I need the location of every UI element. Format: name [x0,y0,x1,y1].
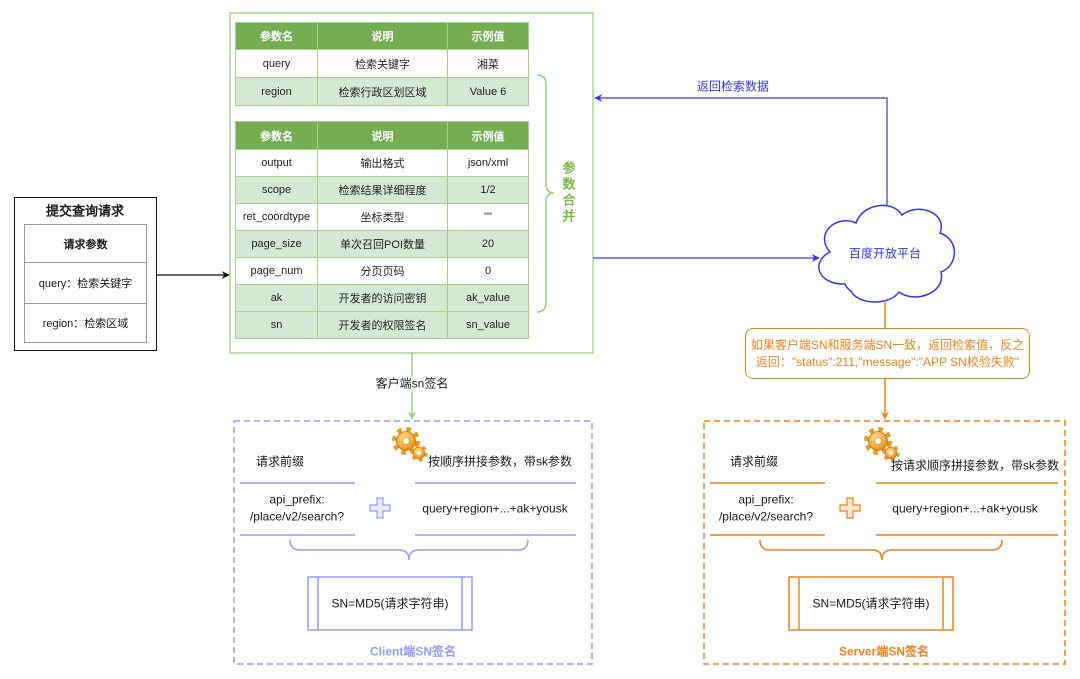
cell-param-name: page_num [235,257,318,285]
gear-teeth [410,444,428,462]
cell-param-name: scope [235,176,318,204]
table-row: ak 开发者的访问密钥 ak_value [235,284,529,312]
server-signing-box [703,420,1066,665]
cell-description: 单次召回POI数量 [317,230,448,258]
cell-description: 分页页码 [317,257,448,285]
cell-param-name: ak [235,284,318,312]
client-signing-box [233,420,593,665]
merge-label: 参数合并 [560,161,576,225]
request-box-title: 提交查询请求 [45,203,125,219]
cell-param-name: output [235,149,318,177]
client-api-prefix-key: api_prefix: [269,492,325,507]
cell-example: 20 [447,230,529,258]
cell-example: sn_value [447,311,529,339]
table-row: page_size 单次召回POI数量 20 [235,230,529,258]
server-api-prefix-key: api_prefix: [738,492,794,507]
cell-description: 开发者的权限签名 [317,311,448,339]
request-box [14,197,157,351]
server-params-string: query+region+...+ak+yousk [892,501,1038,516]
plus-icon [369,497,391,519]
col-header-param-name: 参数名 [235,22,318,50]
notice-line-2: 返回："status":211,"message":"APP SN校验失败" [755,354,1020,369]
table-row: page_num 分页页码 0 [235,257,529,285]
plus-icon [839,497,861,519]
client-md5-formula: SN=MD5(请求字符串) [331,596,449,611]
merge-brace [536,74,555,313]
cell-example: 0 [447,257,529,285]
request-param-region: region：检索区域 [42,318,129,330]
table-row: query 检索关键字 湘菜 [235,49,529,78]
col-header-example: 示例值 [447,121,529,150]
gear-hole [889,451,893,455]
gear-hole [402,437,410,445]
table-row: scope 检索结果详细程度 1/2 [235,176,529,204]
client-params-string: query+region+...+ak+yousk [422,501,568,516]
gear-teeth [882,444,900,462]
col-header-description: 说明 [317,121,448,150]
col-header-example: 示例值 [447,22,529,50]
server-combine-brace [759,539,1003,561]
gear-icon [392,427,428,462]
server-md5-formula: SN=MD5(请求字符串) [812,596,930,611]
return-data-label: 返回检索数据 [696,79,770,94]
cell-description: 输出格式 [317,149,448,177]
cell-description: 检索行政区划区域 [317,77,448,106]
request-params-table: 请求参数 query：检索关键字 region：检索区域 [24,224,147,343]
request-params-header: 请求参数 [25,225,146,263]
cell-example: "" [447,203,529,231]
server-api-prefix-value: /place/v2/search? [718,509,814,524]
server-box-title: Server端SN签名 [838,644,930,659]
cell-description: 检索关键字 [317,49,448,78]
cell-example: json/xml [447,149,529,177]
gear-hole [417,451,421,455]
cell-description: 坐标类型 [317,203,448,231]
gear-hole [874,437,882,445]
gear-teeth [392,427,420,455]
cell-example: ak_value [447,284,529,312]
table-row: sn 开发者的权限签名 sn_value [235,311,529,339]
cell-example: 1/2 [447,176,529,204]
server-md5-process [788,576,954,631]
client-concat-label: 按顺序拼接参数，带sk参数 [427,454,573,469]
client-api-prefix-value: /place/v2/search? [249,509,345,524]
server-concat-label: 按请求顺序拼接参数，带sk参数 [890,458,1060,473]
client-flow-label: 客户端sn签名 [372,376,452,392]
client-box-title: Client端SN签名 [369,644,457,659]
cell-description: 开发者的访问密钥 [317,284,448,312]
client-md5-process [307,576,473,631]
request-param-query: query：检索关键字 [25,263,146,304]
params-table-query: 参数名 说明 示例值 query 检索关键字 湘菜 region 检索行政区划区… [235,22,529,106]
cell-example: 湘菜 [447,49,529,78]
sn-check-notice: 如果客户端SN和服务端SN一致，返回检索值，反之 返回："status":211… [745,328,1030,379]
params-table-common: 参数名 说明 示例值 output 输出格式 json/xml scope 检索… [235,121,529,339]
table-header-row: 参数名 说明 示例值 [235,22,529,50]
cell-param-name: sn [235,311,318,339]
cell-example: Value 6 [447,77,529,106]
gear-teeth [864,427,892,455]
gear-icon [864,427,900,462]
cell-param-name: ret_coordtype [235,203,318,231]
cell-param-name: page_size [235,230,318,258]
cloud-icon [818,204,955,303]
col-header-description: 说明 [317,22,448,50]
table-row: ret_coordtype 坐标类型 "" [235,203,529,231]
client-prefix-label: 请求前缀 [255,454,305,469]
table-row: output 输出格式 json/xml [235,149,529,177]
client-combine-brace [289,539,529,561]
return-data-arrow [594,94,888,208]
cell-param-name: region [235,77,318,106]
cell-description: 检索结果详细程度 [317,176,448,204]
platform-label: 百度开放平台 [848,246,922,261]
server-prefix-label: 请求前缀 [729,454,779,469]
table-header-row: 参数名 说明 示例值 [235,121,529,150]
col-header-param-name: 参数名 [235,121,318,150]
table-row: region 检索行政区划区域 Value 6 [235,77,529,106]
cell-param-name: query [235,49,318,78]
notice-line-1: 如果客户端SN和服务端SN一致，返回检索值，反之 [750,337,1025,352]
